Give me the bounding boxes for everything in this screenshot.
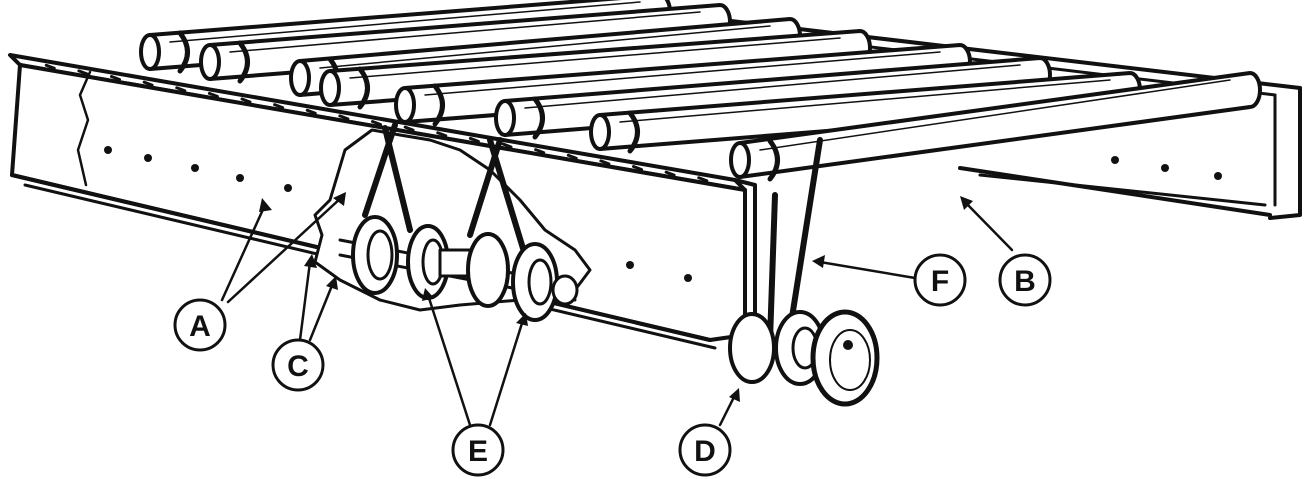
- callout-c: C: [271, 338, 325, 392]
- flange-rivet-mark: [403, 125, 415, 132]
- flange-rivet-mark: [632, 165, 643, 171]
- callout-a: A: [173, 298, 227, 352]
- callout-f: F: [913, 253, 967, 307]
- callout-e: E: [451, 423, 505, 477]
- roller-end: [394, 86, 416, 124]
- roller-highlight: [524, 64, 1021, 109]
- roller-highlight: [424, 51, 941, 96]
- callout-d-label: D: [694, 435, 716, 468]
- roller-chain-band: [532, 96, 545, 140]
- callout-e-label: E: [468, 435, 488, 468]
- roller-highlight: [319, 25, 771, 69]
- roller-chain-band: [237, 40, 250, 84]
- flange-rivet-mark: [142, 80, 154, 87]
- flange-rivet-mark: [110, 75, 121, 81]
- roller-bed: [139, 0, 1262, 182]
- roller-chain-band: [177, 30, 190, 74]
- callout-c-label: C: [287, 350, 309, 383]
- callout-f-label: F: [931, 265, 949, 298]
- roller-end: [494, 99, 516, 137]
- flange-rivet-mark: [534, 148, 546, 155]
- flange-rivet-mark: [371, 120, 382, 126]
- flange-rivet-mark: [566, 153, 578, 160]
- flange-rivet-mark: [468, 136, 480, 143]
- roller-highlight: [759, 79, 1231, 151]
- leader-arrows: [220, 192, 1014, 427]
- flange-rivet-mark: [697, 176, 709, 183]
- roller-end: [589, 113, 611, 151]
- flange-rivet-mark: [77, 69, 89, 76]
- roller-chain-band: [767, 138, 780, 182]
- flange-rivet-mark: [305, 108, 317, 115]
- roller-end: [729, 141, 751, 179]
- flange-rivet-mark: [207, 91, 219, 98]
- flange-rivet-mark: [240, 97, 252, 104]
- callout-b-label: B: [1014, 265, 1036, 298]
- flange-rivet-mark: [436, 131, 448, 138]
- flange-rivet-mark: [664, 170, 676, 177]
- roller-highlight: [619, 79, 1111, 123]
- roller-end: [199, 43, 221, 81]
- callout-d: D: [678, 423, 732, 477]
- roller-end: [289, 59, 311, 97]
- flange-rivet-mark: [44, 63, 56, 70]
- roller-highlight: [169, 1, 641, 43]
- flange-rivet-mark: [273, 103, 285, 110]
- roller-chain-band: [627, 110, 640, 154]
- flange-rivet-mark: [338, 114, 350, 121]
- callout-b: B: [998, 253, 1052, 307]
- roller-highlight: [229, 11, 701, 53]
- roller-end: [319, 69, 341, 107]
- flange-rivet-mark: [501, 142, 513, 149]
- roller-chain-band: [432, 83, 445, 127]
- roller-highlight: [349, 37, 841, 79]
- callout-a-label: A: [189, 310, 211, 343]
- sprocket-pair-e: [351, 215, 579, 322]
- roller: [738, 71, 1262, 179]
- roller-end: [139, 33, 161, 71]
- roller-chain-band: [357, 66, 370, 110]
- flange-rivet-mark: [175, 86, 187, 93]
- flange-rivet-mark: [599, 159, 611, 166]
- drive-sprocket-d: [728, 137, 880, 407]
